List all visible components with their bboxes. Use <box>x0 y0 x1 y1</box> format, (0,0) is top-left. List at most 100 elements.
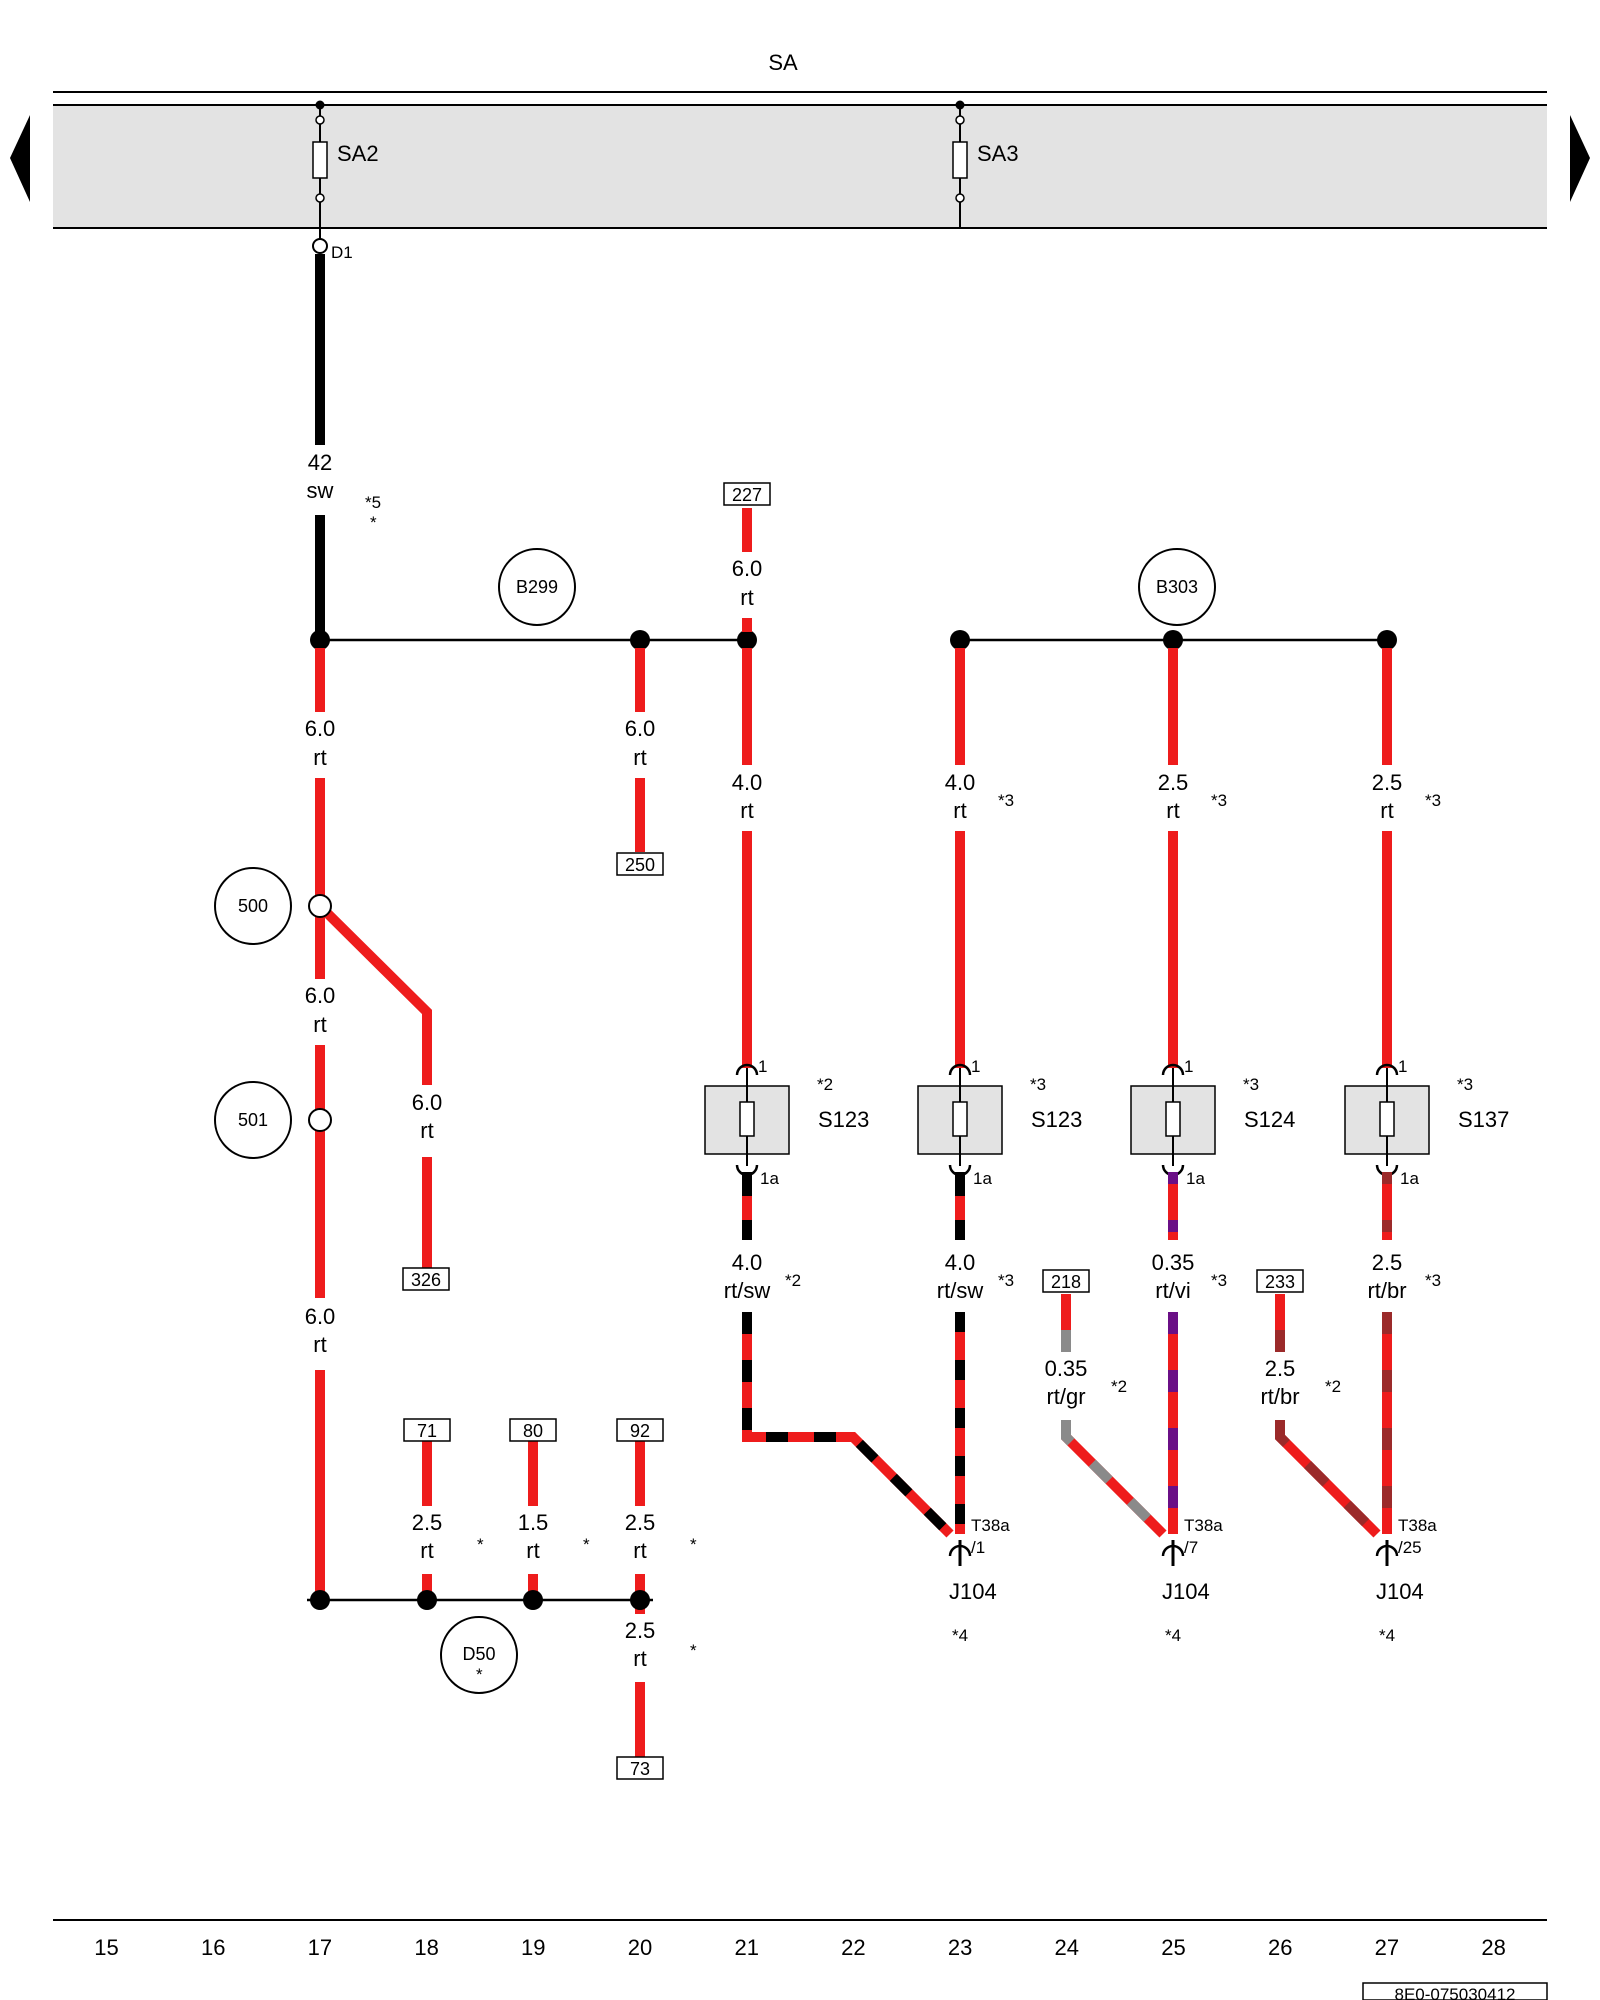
wire-27-mid-color: rt <box>1380 798 1393 823</box>
wire-26-run-stripe <box>1275 1420 1381 1538</box>
circle-d50-label: D50 <box>462 1644 495 1664</box>
wire-20-color: rt <box>633 745 646 770</box>
footnote-2-col21: *2 <box>785 1271 801 1290</box>
wire-21-bot-size: 4.0 <box>732 1250 763 1275</box>
ref-218-label: 218 <box>1051 1272 1081 1292</box>
column-number: 16 <box>201 1935 225 1960</box>
relay-pin-out: 1a <box>1400 1169 1419 1188</box>
ref-box-233[interactable] <box>1256 1269 1304 1293</box>
wire-17c-size: 6.0 <box>305 1304 336 1329</box>
connector-j104-pin25[interactable]: T38a /25 J104 *4 <box>1375 1516 1437 1645</box>
ref-box-80[interactable] <box>509 1418 557 1442</box>
connector-j104-pin7[interactable]: T38a /7 J104 *4 <box>1161 1516 1223 1645</box>
relay-s123-col21[interactable]: 1 1a *2 S123 <box>704 1057 869 1188</box>
relay-s124-col25[interactable]: 1 1a *3 S124 <box>1130 1057 1295 1188</box>
wire-d20-low-size: 2.5 <box>625 1618 656 1643</box>
relay-s123-col23[interactable]: 1 1a *3 S123 <box>917 1057 1082 1188</box>
footnote-3-relay25: *3 <box>1243 1075 1259 1094</box>
ref-71-label: 71 <box>417 1421 437 1441</box>
connector-j104-label: J104 <box>949 1579 997 1604</box>
column-number: 18 <box>414 1935 438 1960</box>
footnote-star-19: * <box>583 1535 590 1554</box>
connector-j104-pin1[interactable]: T38a /1 J104 *4 <box>948 1516 1010 1645</box>
connector-pin-label: /25 <box>1398 1538 1422 1557</box>
wire-21-run-stripe <box>742 1312 954 1538</box>
next-page-arrow-icon[interactable] <box>1570 115 1590 202</box>
column-number: 19 <box>521 1935 545 1960</box>
footnote-3-relay27: *3 <box>1457 1075 1473 1094</box>
wire-25-bot-color: rt/vi <box>1155 1278 1190 1303</box>
footnote-2-col24: *2 <box>1111 1377 1127 1396</box>
wire-d20-color: rt <box>633 1538 646 1563</box>
relay-label-col21: S123 <box>818 1107 869 1132</box>
fuse-sa3-label: SA3 <box>977 141 1019 166</box>
document-id: 8E0-075030412 <box>1394 1985 1515 2000</box>
connection-point-d1-label: D1 <box>331 243 353 262</box>
splice-d50-19 <box>523 1590 543 1610</box>
wire-25-bot-size: 0.35 <box>1152 1250 1195 1275</box>
wire-18-size: 6.0 <box>412 1090 443 1115</box>
fuse-sa3: SA3 <box>952 100 1019 228</box>
splice-17 <box>310 630 330 650</box>
wire-21-top-color: rt <box>740 585 753 610</box>
wire-17c-color: rt <box>313 1332 326 1357</box>
previous-page-arrow-icon[interactable] <box>10 115 30 202</box>
splice-20 <box>630 630 650 650</box>
circle-b303-label: B303 <box>1156 577 1198 597</box>
connector-pin-label: /1 <box>971 1538 985 1557</box>
wire-17b-size: 6.0 <box>305 983 336 1008</box>
footnote-3-relay23: *3 <box>1030 1075 1046 1094</box>
circle-500 <box>214 867 292 945</box>
connector-j104-label: J104 <box>1162 1579 1210 1604</box>
footnote-3-col25-bot: *3 <box>1211 1271 1227 1290</box>
circle-b299 <box>498 548 576 626</box>
circle-501 <box>214 1081 292 1159</box>
ref-box-218[interactable] <box>1042 1269 1090 1293</box>
wire-26-bot-color: rt/br <box>1260 1384 1299 1409</box>
ref-box-73[interactable] <box>616 1756 664 1780</box>
splice-501 <box>308 1108 332 1132</box>
ref-box-326[interactable] <box>402 1267 450 1291</box>
footnote-4-col23: *4 <box>952 1626 968 1645</box>
wire-d18-size: 2.5 <box>412 1510 443 1535</box>
footnote-4-col25: *4 <box>1165 1626 1181 1645</box>
fuse-sa2-label: SA2 <box>337 141 379 166</box>
wire-21-bot-color: rt/sw <box>724 1278 771 1303</box>
column-number: 28 <box>1481 1935 1505 1960</box>
circle-b303 <box>1138 548 1216 626</box>
fuse-panel <box>53 105 1547 227</box>
ref-box-250[interactable] <box>616 852 664 876</box>
ref-box-71[interactable] <box>403 1418 451 1442</box>
footnote-star-20-low: * <box>690 1641 697 1660</box>
wire-17-color: sw <box>307 478 334 503</box>
circle-d50 <box>440 1616 518 1694</box>
wire-21-top-size: 6.0 <box>732 556 763 581</box>
document-id-box <box>1362 1982 1548 2000</box>
ref-250-label: 250 <box>625 855 655 875</box>
wire-27-mid-size: 2.5 <box>1372 770 1403 795</box>
column-number: 25 <box>1161 1935 1185 1960</box>
ref-80-label: 80 <box>523 1421 543 1441</box>
connector-t38a-label: T38a <box>1184 1516 1223 1535</box>
relay-label-col25: S124 <box>1244 1107 1295 1132</box>
relay-label-col23: S123 <box>1031 1107 1082 1132</box>
splice-d50-17 <box>310 1590 330 1610</box>
wire-26-bot-size: 2.5 <box>1265 1356 1296 1381</box>
ref-box-92[interactable] <box>616 1418 664 1442</box>
footnote-star-20: * <box>690 1535 697 1554</box>
ref-227-label: 227 <box>732 485 762 505</box>
ref-box-227[interactable] <box>723 482 771 506</box>
footnote-2-col26: *2 <box>1325 1377 1341 1396</box>
footnote-star-17: * <box>370 513 377 532</box>
footnote-2-relay21: *2 <box>817 1075 833 1094</box>
splice-25 <box>1163 630 1183 650</box>
splice-d50-18 <box>417 1590 437 1610</box>
column-number: 20 <box>628 1935 652 1960</box>
relay-s137-col27[interactable]: 1 1a *3 S137 <box>1344 1057 1509 1188</box>
connector-j104-label: J104 <box>1376 1579 1424 1604</box>
splice-d50-20 <box>630 1590 650 1610</box>
relay-pin-out: 1a <box>760 1169 779 1188</box>
footnote-3-col23-bot: *3 <box>998 1271 1014 1290</box>
column-number: 17 <box>308 1935 332 1960</box>
wire-18-red <box>316 902 432 1270</box>
